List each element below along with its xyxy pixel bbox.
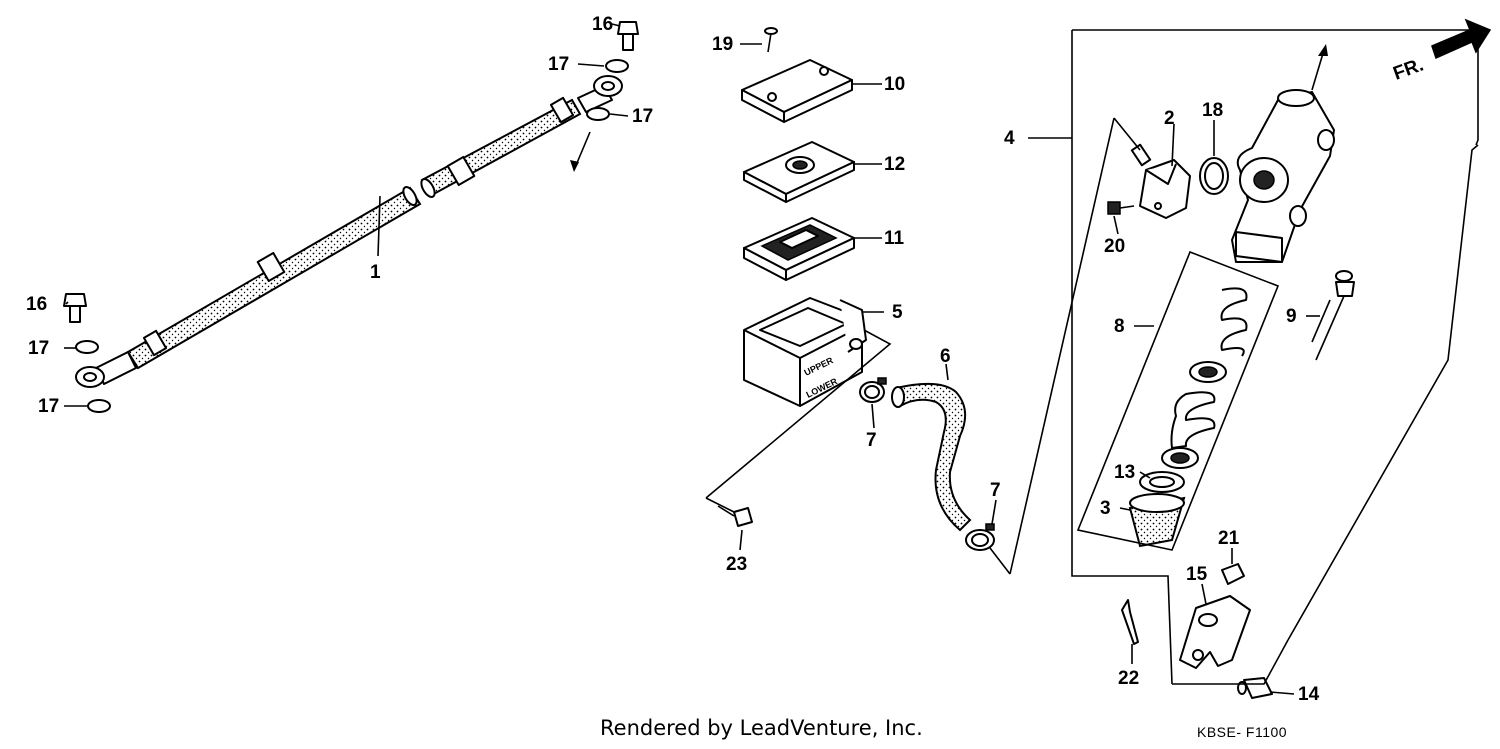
piston [1161,391,1216,469]
circlip [1139,471,1185,493]
piston-seal [1189,361,1227,383]
diaphragm [743,217,855,281]
callout-12: 12 [884,154,905,175]
callout-14: 14 [1298,684,1320,705]
diaphragm-plate [743,141,855,203]
callout-17-lower-2: 17 [38,396,59,417]
callout-22: 22 [1118,668,1139,689]
lock-nut [1221,563,1245,585]
callout-19: 19 [712,34,733,55]
o-ring [1199,157,1229,195]
callout-7-upper-clip: 7 [866,430,877,451]
piston-spring [1220,287,1248,357]
reservoir-cap [741,59,853,123]
joint-pin [1237,677,1273,699]
assembly-outline [705,29,1479,685]
push-rod-joint [1179,595,1251,669]
callout-16-upper: 16 [592,14,613,35]
bleed-valve [1311,270,1355,361]
callout-5: 5 [892,302,903,323]
brake-hose-assembly [75,75,623,388]
boot [1128,493,1186,548]
callout-17-upper-1: 17 [548,54,569,75]
callout-20: 20 [1104,236,1125,257]
callout-3: 3 [1100,498,1111,519]
banjo-bolt-lower [63,293,87,323]
sealing-washer-upper-2 [586,107,610,121]
callout-16-lower: 16 [26,294,47,315]
callout-2: 2 [1164,108,1175,129]
banjo-bolt-upper [617,21,639,51]
cotter-pin [1121,599,1139,645]
callout-1: 1 [370,262,381,283]
reservoir-joint-fitting [1130,143,1191,219]
callout-21: 21 [1218,528,1240,549]
callout-4: 4 [1004,128,1015,149]
callout-13: 13 [1114,462,1135,483]
callout-17-upper-2: 17 [632,106,653,127]
hose-clip-lower [965,523,995,551]
callout-8: 8 [1114,316,1125,337]
callout-18: 18 [1202,100,1223,121]
reservoir-hose [891,382,972,532]
joint-screw [1107,201,1135,215]
reservoir-tank: UPPER LOWER [743,297,867,407]
sealing-washer-lower-1 [75,340,99,354]
sealing-washer-lower-2 [87,399,111,413]
sealing-washer-upper-1 [605,59,629,73]
callout-6: 6 [940,346,951,367]
hose-clip-upper [859,377,887,403]
callout-9: 9 [1286,306,1297,327]
callout-10: 10 [884,74,905,95]
callout-7-lower-clip: 7 [990,480,1001,501]
callout-11: 11 [884,228,905,249]
callout-17-lower-1: 17 [28,338,49,359]
diagram-reference-code: KBSE- F1100 [1197,724,1288,740]
front-direction-label: FR. [1391,54,1427,84]
footer-credit: Rendered by LeadVenture, Inc. [600,716,923,740]
callout-15: 15 [1186,564,1208,585]
leader-lines [64,23,1320,695]
cap-screw [764,27,778,53]
reservoir-mount-bolt [717,505,753,527]
direction-arrow-icon [570,131,591,172]
callout-23: 23 [726,554,747,575]
master-cylinder-body [1231,89,1335,263]
